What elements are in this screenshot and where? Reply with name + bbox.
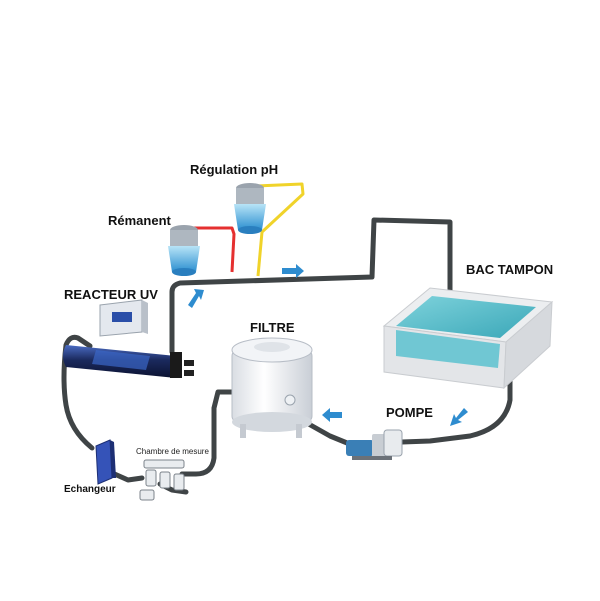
label-chambre-de-mesure: Chambre de mesure: [136, 447, 209, 456]
label-echangeur: Echangeur: [64, 484, 116, 495]
pipe-network: [61, 217, 513, 495]
uv-reactor: [63, 345, 194, 378]
filter-tank: [231, 337, 313, 438]
pipe-bac-to-pump: [399, 337, 513, 445]
ph-probe: [234, 183, 266, 234]
flow-arrow-bac-out: [450, 408, 468, 426]
uv-control-box: [99, 299, 148, 337]
pump: [346, 429, 403, 460]
pipe-echangeur-to-uv: [61, 334, 95, 451]
control-lines: [194, 182, 305, 277]
label-filtre: FILTRE: [250, 320, 295, 335]
flow-arrows: [188, 264, 468, 426]
flow-arrow-pump-left: [322, 408, 342, 422]
measurement-chamber: [139, 459, 185, 501]
label-remanent: Rémanent: [108, 213, 171, 228]
yellow-ph-line: [255, 182, 305, 277]
remanent-probe: [168, 225, 200, 276]
red-remanent-line: [194, 226, 236, 273]
pipe-filter-to-chamber: [179, 389, 251, 477]
bac-tampon-tank: [382, 287, 554, 390]
echangeur-unit: [95, 439, 116, 485]
pipe-uv-to-bac: [169, 217, 453, 355]
label-regulation-ph: Régulation pH: [190, 162, 279, 177]
flow-arrow-uv-up: [188, 289, 204, 308]
label-bac-tampon: BAC TAMPON: [466, 262, 554, 277]
label-pompe: POMPE: [386, 405, 433, 420]
flow-arrow-top: [282, 264, 304, 278]
label-reacteur-uv: REACTEUR UV: [64, 287, 158, 302]
pipe-chamber-to-echangeur: [107, 469, 145, 483]
